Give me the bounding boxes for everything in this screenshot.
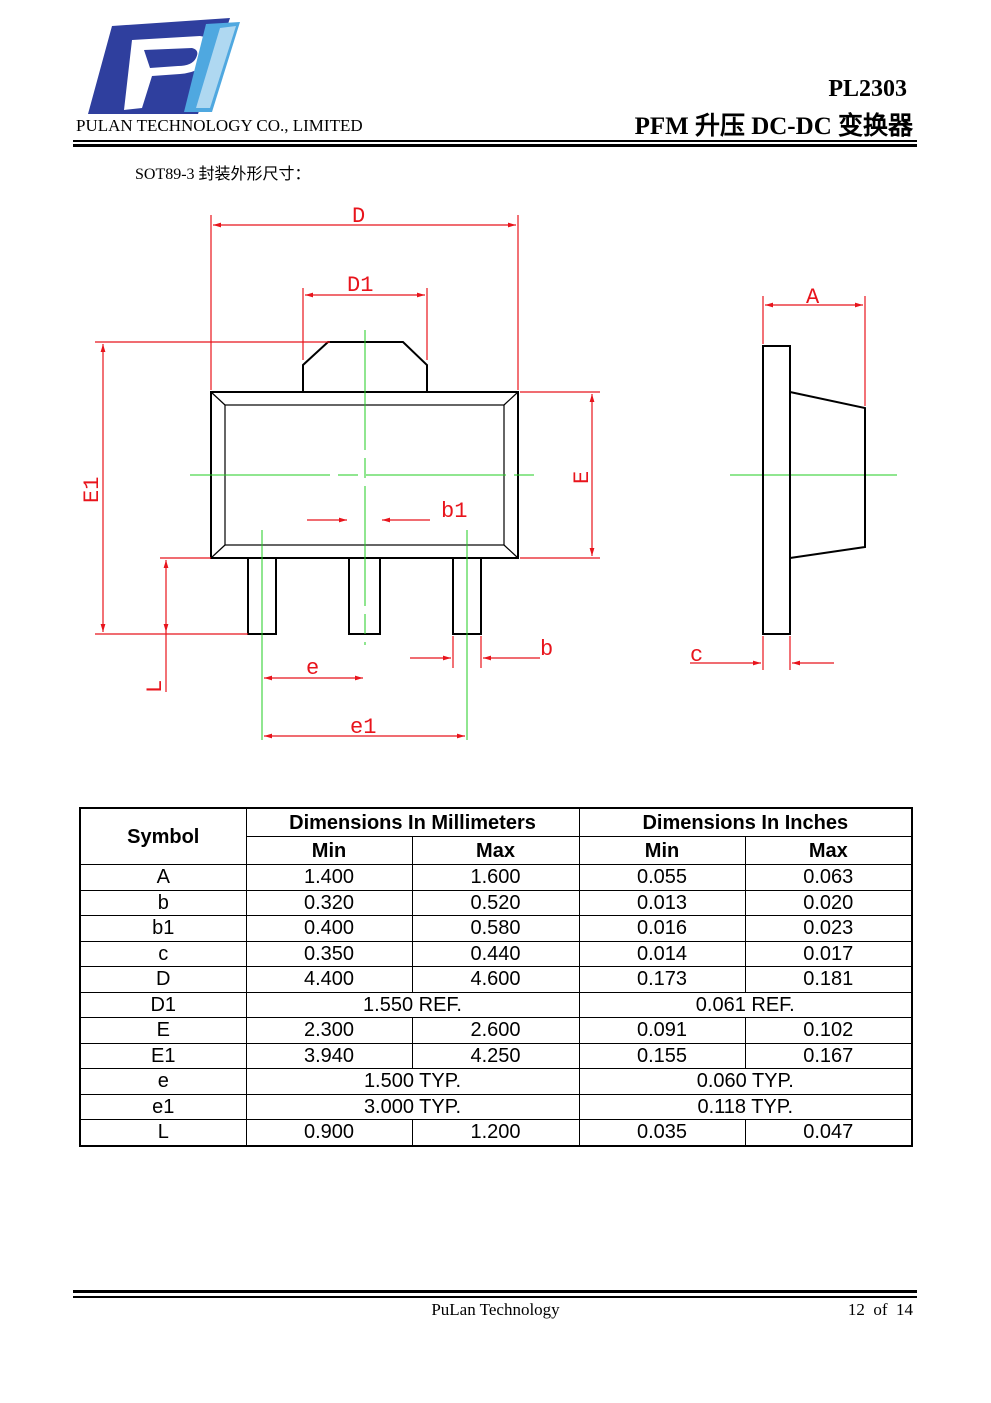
cell-in-max: 0.167: [744, 1042, 913, 1069]
cell-in-min: 0.016: [578, 915, 746, 942]
footer-rule-thick: [73, 1290, 917, 1293]
cell-symbol: c: [79, 940, 247, 967]
cell-mm-max: 4.600: [411, 966, 580, 993]
cell-mm-min: 2.300: [245, 1017, 413, 1044]
cell-in-max: 0.017: [744, 940, 913, 967]
footer-company: PuLan Technology: [431, 1300, 560, 1319]
cell-symbol: b: [79, 889, 247, 916]
document-subtitle: PFM 升压 DC-DC 变换器: [634, 113, 913, 140]
pulan-pl-logo-icon: [88, 18, 240, 114]
cell-mm-min: 0.900: [245, 1119, 413, 1146]
cell-in-min: 0.055: [578, 864, 746, 891]
header-inches: Dimensions In Inches: [578, 807, 913, 837]
cell-symbol: D: [79, 966, 247, 993]
cell-in-max: 0.102: [744, 1017, 913, 1044]
dimensions-table: Symbol Dimensions In Millimeters Dimensi…: [79, 807, 914, 1147]
cell-in-min: 0.173: [578, 966, 746, 993]
cell-in-min: 0.155: [578, 1042, 746, 1069]
cell-in-max: 0.023: [744, 915, 913, 942]
cell-symbol: b1: [79, 915, 247, 942]
cell-mm-min: 4.400: [245, 966, 413, 993]
header-symbol: Symbol: [79, 807, 247, 865]
cell-in-min: 0.013: [578, 889, 746, 916]
dim-label-b1: b1: [441, 499, 467, 524]
dim-label-b: b: [540, 637, 553, 662]
page-number: 12 of 14: [847, 1300, 913, 1319]
cell-mm-span: 1.500 TYP.: [245, 1068, 580, 1095]
dim-label-e: e: [306, 656, 319, 681]
cell-mm-min: 0.350: [245, 940, 413, 967]
cell-in-max: 0.047: [744, 1119, 913, 1146]
cell-mm-max: 1.200: [411, 1119, 580, 1146]
header-millimeters: Dimensions In Millimeters: [245, 807, 580, 837]
cell-in-span: 0.118 TYP.: [578, 1093, 913, 1120]
cell-symbol: e: [79, 1068, 247, 1095]
cell-in-min: 0.035: [578, 1119, 746, 1146]
dim-label-c: c: [690, 643, 703, 668]
table-subheader-row: Min Max Min Max: [80, 836, 913, 865]
dim-label-d: D: [352, 204, 365, 229]
cell-symbol: A: [79, 864, 247, 891]
cell-symbol: D1: [79, 991, 247, 1018]
cell-in-max: 0.020: [744, 889, 913, 916]
part-number: PL2303: [828, 76, 907, 102]
cell-mm-min: 0.400: [245, 915, 413, 942]
dimension-lines: [95, 215, 866, 739]
header-mm-max: Max: [411, 836, 580, 865]
cell-symbol: e1: [79, 1093, 247, 1120]
cell-mm-max: 4.250: [411, 1042, 580, 1069]
cell-mm-span: 1.550 REF.: [245, 991, 580, 1018]
cell-in-span: 0.060 TYP.: [578, 1068, 913, 1095]
cell-in-min: 0.014: [578, 940, 746, 967]
cell-in-max: 0.181: [744, 966, 913, 993]
section-title: SOT89-3 封装外形尺寸：: [135, 166, 311, 183]
cell-mm-max: 0.580: [411, 915, 580, 942]
header-in-max: Max: [744, 836, 913, 865]
cell-in-min: 0.091: [578, 1017, 746, 1044]
dim-label-l-vertical: L: [143, 680, 168, 693]
table-header-row: Symbol Dimensions In Millimeters Dimensi…: [79, 807, 913, 865]
cell-mm-min: 1.400: [245, 864, 413, 891]
cell-in-span: 0.061 REF.: [578, 991, 913, 1018]
cell-mm-min: 0.320: [245, 889, 413, 916]
header-rule-thick: [73, 144, 917, 147]
header-in-min: Min: [578, 836, 746, 865]
sot89-package-drawing: D D1 A E1 E b1 b c e e1 L: [80, 204, 897, 740]
header-rule-thin: [73, 140, 917, 142]
dim-label-e1-vertical: E1: [80, 477, 105, 503]
cell-in-max: 0.063: [744, 864, 913, 891]
header-mm-min: Min: [245, 836, 413, 865]
dim-label-a: A: [806, 285, 820, 310]
cell-symbol: L: [79, 1119, 247, 1146]
dim-label-e-vertical: E: [570, 471, 595, 484]
footer-rule-thin: [73, 1296, 917, 1298]
cell-symbol: E1: [79, 1042, 247, 1069]
cell-mm-min: 3.940: [245, 1042, 413, 1069]
cell-mm-max: 2.600: [411, 1017, 580, 1044]
center-lines: [190, 330, 897, 740]
cell-mm-max: 0.440: [411, 940, 580, 967]
dim-label-d1: D1: [347, 273, 373, 298]
cell-mm-span: 3.000 TYP.: [245, 1093, 580, 1120]
company-name: PULAN TECHNOLOGY CO., LIMITED: [76, 116, 363, 135]
cell-symbol: E: [79, 1017, 247, 1044]
cell-mm-max: 0.520: [411, 889, 580, 916]
dim-label-e1: e1: [350, 715, 376, 740]
side-view-body: [762, 345, 866, 635]
cell-mm-max: 1.600: [411, 864, 580, 891]
